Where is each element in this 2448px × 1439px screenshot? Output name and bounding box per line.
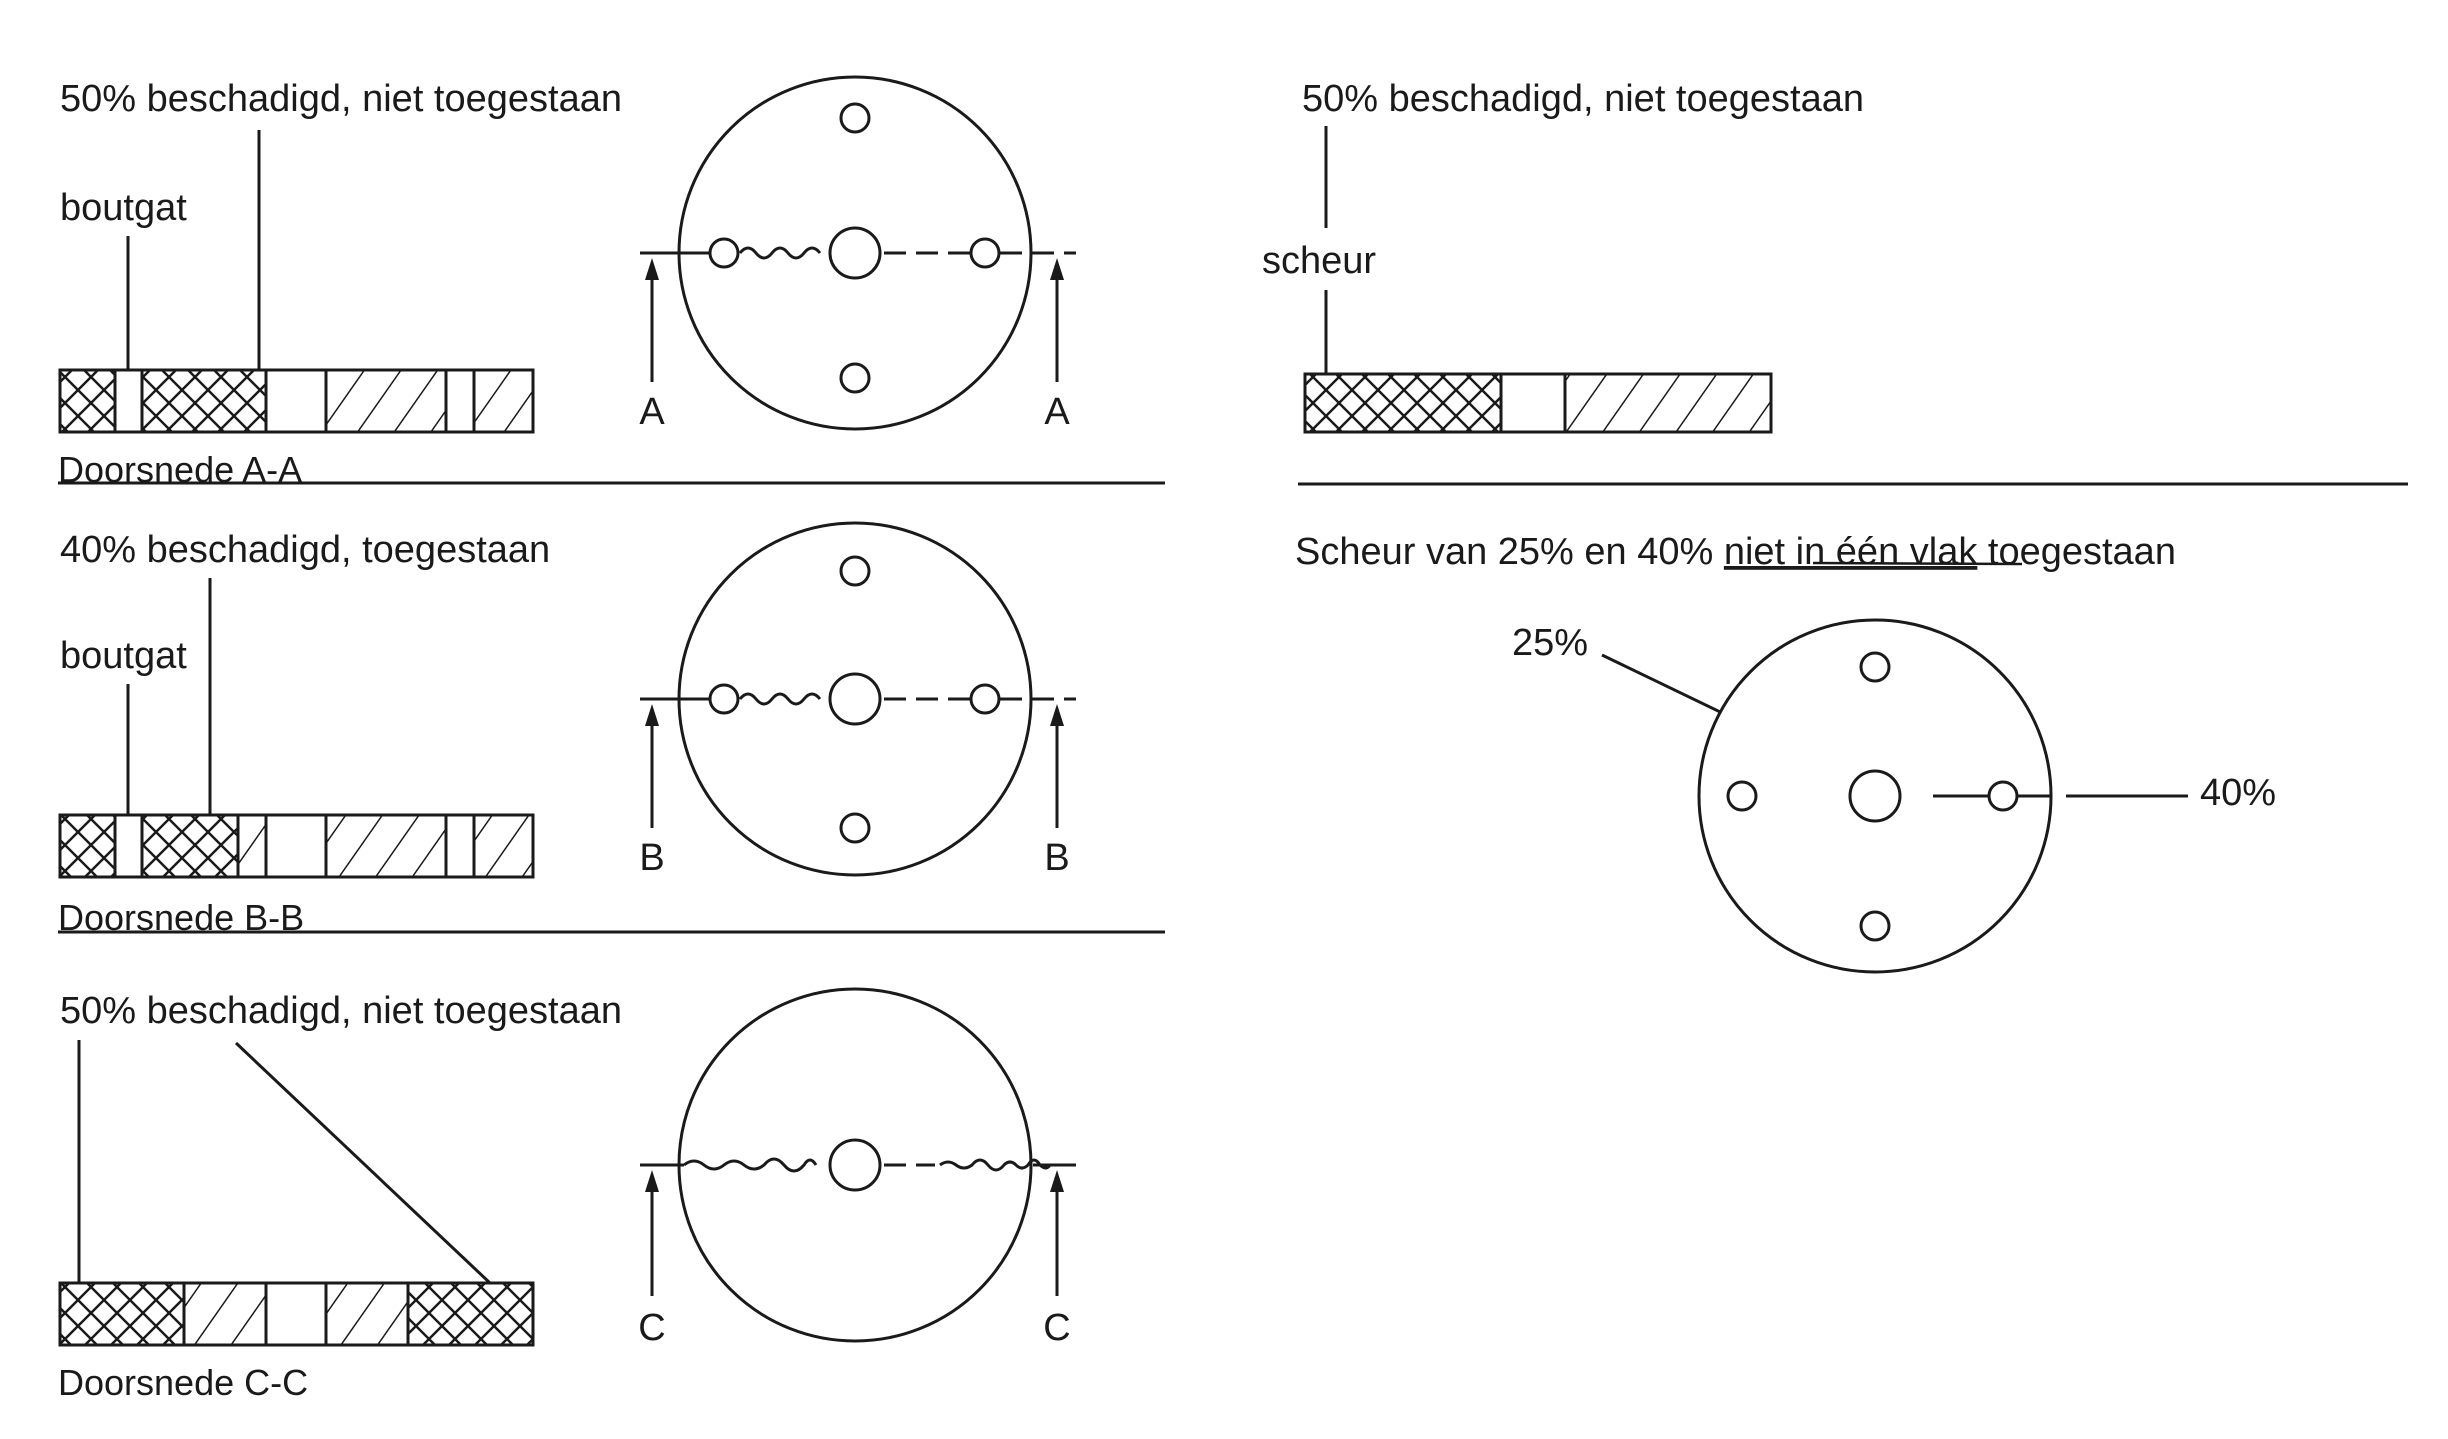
- bar-outline: [1303, 372, 1773, 434]
- cross-hatch-segment: [142, 370, 266, 432]
- bolt-hole: [839, 555, 871, 587]
- panel-c-section-bar: [58, 1281, 535, 1347]
- bolt-hole: [969, 683, 1001, 715]
- caption-prefix: Scheur van 25% en 40%: [1295, 531, 1724, 573]
- panel-c-section-title: Doorsnede C-C: [58, 1362, 308, 1403]
- panel-e-flange-view: [1697, 618, 2053, 974]
- bolt-hole: [839, 102, 871, 134]
- cross-hatch-segment: [1305, 374, 1501, 432]
- panel-b: 40% beschadigd, toegestaan boutgat Doors…: [58, 521, 1165, 938]
- center-hole: [1848, 769, 1902, 823]
- bolt-hole: [708, 683, 740, 715]
- bar-outline: [58, 368, 535, 434]
- cross-hatch-segment: [60, 370, 115, 432]
- bolt-hole: [708, 237, 740, 269]
- hatch-segment: [184, 1283, 266, 1345]
- panel-c-caption: 50% beschadigd, niet toegestaan: [60, 990, 622, 1032]
- crack-line: [738, 692, 822, 706]
- bolt-hole: [1859, 651, 1891, 683]
- caption-underline: [1812, 561, 2023, 566]
- crack-line: [738, 246, 822, 260]
- bolt-hole: [1987, 780, 2019, 812]
- panel-c-flange-view: C C: [638, 987, 1076, 1349]
- cross-hatch-segment: [60, 1283, 184, 1345]
- panel-a-caption: 50% beschadigd, niet toegestaan: [60, 78, 622, 120]
- section-marker-left: B: [639, 837, 664, 879]
- bar-outline: [58, 1281, 535, 1347]
- panel-b-flange-view: B B: [639, 521, 1076, 879]
- center-hole: [828, 672, 882, 726]
- panel-d-section-bar: [1303, 372, 1773, 434]
- hatch-segment: [1565, 374, 1771, 432]
- section-marker-left: A: [639, 391, 665, 433]
- section-marker-left: C: [638, 1307, 665, 1349]
- bolt-hole: [1726, 780, 1758, 812]
- crack-line: [939, 1158, 1052, 1172]
- damage-leader-line: [234, 1041, 492, 1285]
- section-marker-right: C: [1043, 1307, 1070, 1349]
- panel-c: 50% beschadigd, niet toegestaan Doorsned…: [58, 987, 1076, 1403]
- panel-a-section-bar: [58, 368, 535, 434]
- caption-suffix: toegestaan: [1977, 531, 2176, 573]
- panel-b-section-bar: [58, 813, 535, 879]
- bolt-hole: [839, 362, 871, 394]
- panel-e: Scheur van 25% en 40% niet in één vlak t…: [1295, 531, 2276, 974]
- panel-d: 50% beschadigd, niet toegestaan scheur: [1262, 78, 2408, 486]
- panel-d-crack-label: scheur: [1262, 240, 1376, 282]
- panel-b-caption: 40% beschadigd, toegestaan: [60, 529, 550, 571]
- section-marker-right: A: [1044, 391, 1070, 433]
- hatch-segment: [326, 1283, 408, 1345]
- label-40-percent: 40%: [2200, 772, 2276, 814]
- label-25-percent: 25%: [1512, 622, 1588, 664]
- hatch-segment: [326, 815, 446, 877]
- cross-hatch-segment: [408, 1283, 533, 1345]
- center-hole: [828, 1138, 882, 1192]
- panel-b-bolt-label: boutgat: [60, 635, 187, 677]
- bolt-hole: [1859, 910, 1891, 942]
- panel-e-caption: Scheur van 25% en 40% niet in één vlak t…: [1295, 531, 2176, 573]
- bolt-hole: [969, 237, 1001, 269]
- caption-underlined: niet in één vlak: [1724, 531, 1978, 573]
- hatch-segment: [326, 370, 446, 432]
- hatch-segment: [238, 815, 266, 877]
- section-marker-right: B: [1044, 837, 1069, 879]
- cross-hatch-segment: [60, 815, 115, 877]
- hatch-segment: [474, 370, 533, 432]
- crack-line: [683, 1157, 818, 1173]
- hatch-segment: [474, 815, 533, 877]
- center-hole: [828, 226, 882, 280]
- bolt-hole: [839, 812, 871, 844]
- cross-hatch-segment: [142, 815, 238, 877]
- bar-outline: [58, 813, 535, 879]
- panel-a-flange-view: A A: [639, 75, 1076, 433]
- panel-a-bolt-label: boutgat: [60, 187, 187, 229]
- panel-d-caption: 50% beschadigd, niet toegestaan: [1302, 78, 1864, 120]
- panel-a: 50% beschadigd, niet toegestaan boutgat …: [58, 75, 1165, 490]
